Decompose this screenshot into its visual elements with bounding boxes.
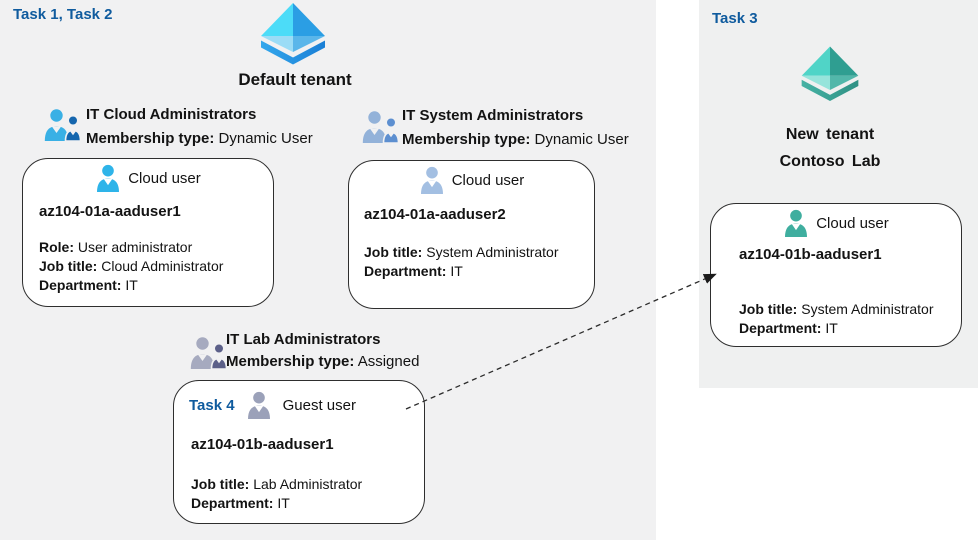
user-field: Department: IT [739, 319, 934, 338]
user-fields: Job title: System Administrator Departme… [739, 300, 934, 338]
user-field: Job title: System Administrator [364, 243, 559, 262]
user-fields: Job title: Lab Administrator Department:… [191, 475, 362, 513]
group-icon-system-admins [362, 111, 400, 143]
user-field: Role: User administrator [39, 238, 223, 257]
field-label: Role: [39, 239, 74, 255]
user-field: Department: IT [39, 276, 223, 295]
user-type-label: Guest user [282, 396, 356, 414]
field-label: Department: [39, 277, 122, 293]
group-name: IT Cloud Administrators [86, 106, 257, 123]
user-field: Job title: Cloud Administrator [39, 257, 223, 276]
azure-tenant-icon-blue [261, 3, 325, 65]
field-label: Department: [364, 263, 447, 279]
user-field: Job title: Lab Administrator [191, 475, 362, 494]
user-fields: Role: User administrator Job title: Clou… [39, 238, 223, 295]
default-tenant-title: Default tenant [238, 70, 352, 89]
cloud-user-icon [785, 209, 808, 237]
user-type-label: Cloud user [816, 214, 889, 232]
task-4-label: Task 4 [189, 396, 235, 414]
field-label: Job title: [364, 244, 423, 260]
membership-value: Dynamic User [218, 130, 313, 147]
new-tenant-title: New tenant Contoso Lab [708, 121, 952, 175]
group-icon-cloud-admins [44, 109, 82, 141]
field-label: Job title: [739, 301, 798, 317]
membership-value: Dynamic User [534, 131, 629, 148]
group-membership: Membership type: Assigned [226, 353, 419, 370]
cloud-user-icon [97, 164, 120, 192]
field-label: Department: [191, 495, 274, 511]
user-field: Department: IT [191, 494, 362, 513]
user-name: az104-01a-aaduser2 [364, 206, 506, 223]
user-name: az104-01b-aaduser1 [739, 246, 882, 263]
group-name: IT System Administrators [402, 107, 584, 124]
group-name: IT Lab Administrators [226, 331, 381, 348]
field-value: Cloud Administrator [101, 258, 224, 274]
field-value: System Administrator [801, 301, 934, 317]
user-card: Cloud user az104-01a-aaduser1 Role: User… [22, 158, 274, 307]
user-name: az104-01b-aaduser1 [191, 436, 334, 453]
field-value: IT [125, 277, 138, 293]
user-card: Cloud user az104-01b-aaduser1 Job title:… [710, 203, 962, 347]
field-value: IT [825, 320, 838, 336]
user-fields: Job title: System Administrator Departme… [364, 243, 559, 281]
membership-label: Membership type: [402, 131, 531, 148]
field-label: Job title: [191, 476, 250, 492]
field-value: System Administrator [426, 244, 559, 260]
field-value: Lab Administrator [253, 476, 363, 492]
user-type-header: Cloud user [711, 209, 961, 237]
field-value: IT [450, 263, 463, 279]
user-card: Task 4 Guest user az104-01b-aaduser1 Job… [173, 380, 425, 524]
membership-value: Assigned [357, 353, 420, 370]
field-label: Job title: [39, 258, 98, 274]
group-membership: Membership type: Dynamic User [402, 131, 629, 148]
guest-user-icon [247, 391, 270, 419]
user-name: az104-01a-aaduser1 [39, 203, 181, 220]
user-field: Department: IT [364, 262, 559, 281]
field-value: User administrator [77, 239, 193, 255]
user-type-header: Cloud user [23, 164, 273, 192]
cloud-user-icon [420, 166, 443, 194]
membership-label: Membership type: [226, 353, 355, 370]
new-tenant-title-line2: Contoso Lab [779, 153, 881, 170]
field-value: IT [277, 495, 290, 511]
task-1-2-label: Task 1, Task 2 [13, 6, 113, 23]
new-tenant-title-line1: New tenant [785, 126, 875, 143]
user-type-header: Cloud user [349, 166, 594, 194]
user-type-label: Cloud user [128, 169, 201, 187]
user-field: Job title: System Administrator [739, 300, 934, 319]
user-card: Cloud user az104-01a-aaduser2 Job title:… [348, 160, 595, 309]
azure-tenant-icon-teal [801, 46, 859, 102]
group-icon-lab-admins [190, 337, 228, 369]
user-type-header: Task 4 Guest user [189, 391, 356, 419]
group-membership: Membership type: Dynamic User [86, 130, 313, 147]
user-type-label: Cloud user [451, 171, 525, 189]
task-3-label: Task 3 [712, 10, 758, 27]
field-label: Department: [739, 320, 822, 336]
membership-label: Membership type: [86, 130, 215, 147]
